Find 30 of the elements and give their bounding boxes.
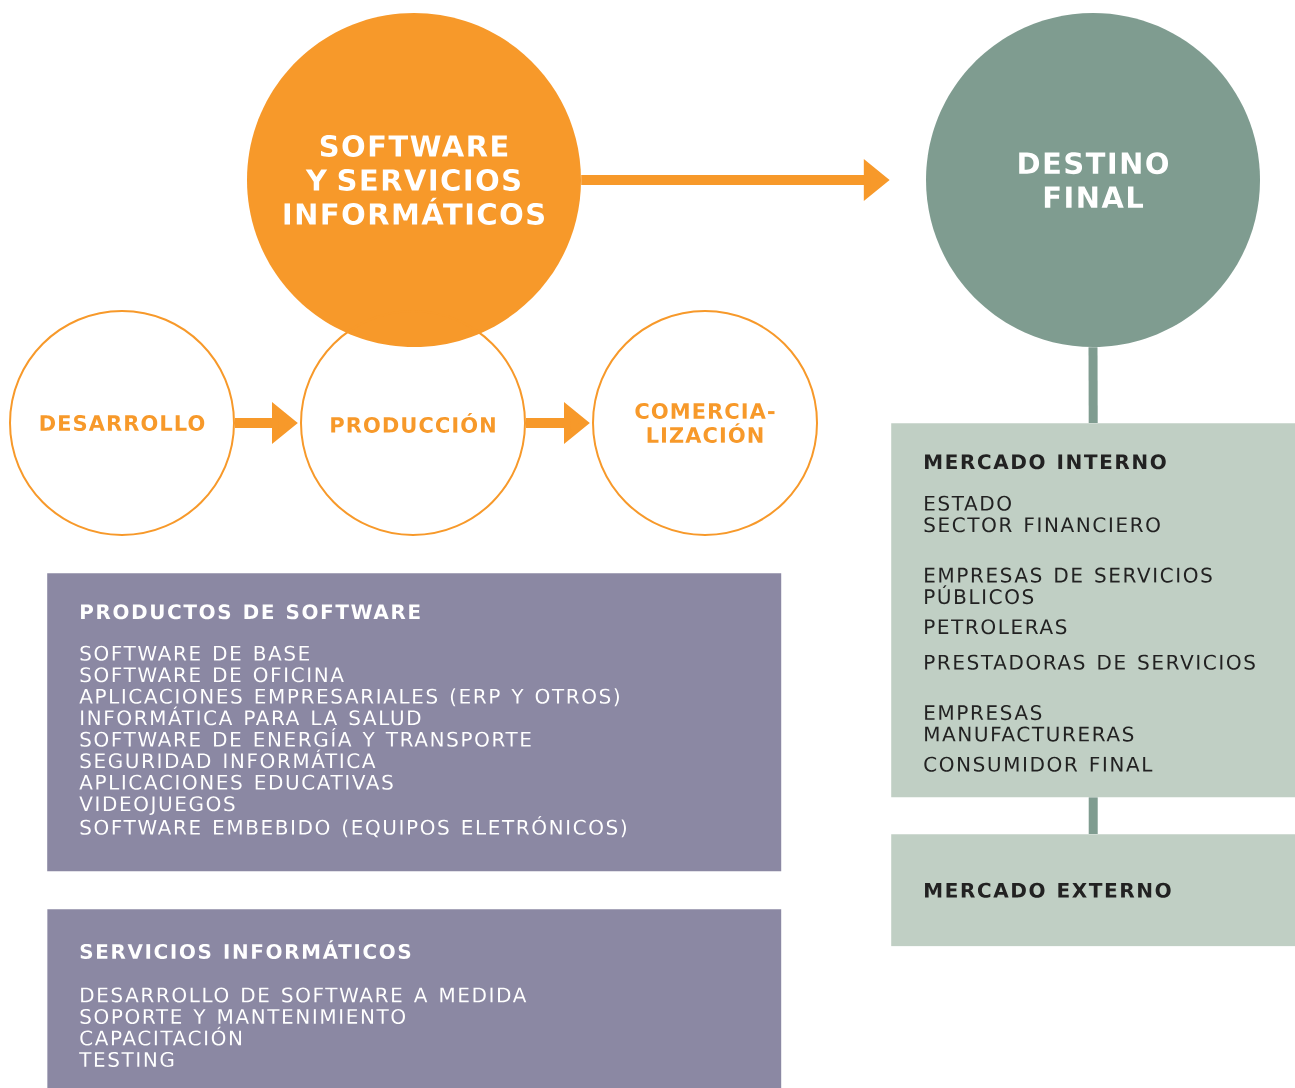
list-item: EMPRESAS DE SERVICIOS PÚBLICOS: [925, 567, 1212, 605]
list-item: SOFTWARE DE ENERGÍA Y TRANSPORTE: [80, 728, 531, 747]
list-item: VIDEOJUEGOS: [79, 796, 235, 816]
category-box: [891, 834, 1295, 947]
list-item: CONSUMIDOR FINAL: [924, 756, 1153, 772]
box-heading: SERVICIOS INFORMÁTICOS: [80, 940, 411, 960]
category-box: [47, 909, 782, 1088]
list-item: SOPORTE Y MANTENIMIENTO: [80, 1008, 405, 1025]
box-heading: PRODUCTOS DE SOFTWARE: [81, 604, 420, 620]
circle-heading: DESTINO FINAL: [926, 13, 1260, 347]
list-item: SOFTWARE EMBEBIDO (EQUIPOS ELETRÓNICOS): [80, 816, 626, 838]
category-box: [891, 423, 1295, 798]
list-item: SECTOR FINANCIERO: [924, 517, 1160, 533]
list-item: SEGURIDAD INFORMÁTICA: [80, 749, 376, 769]
box-heading: MERCADO INTERNO: [925, 454, 1166, 470]
list-item: INFORMÁTICA PARA LA SALUD: [81, 706, 421, 726]
list-item: CAPACITACIÓN: [80, 1026, 241, 1046]
circle-heading: SOFTWARE Y SERVICIOS INFORMÁTICOS: [247, 13, 581, 347]
list-item: PRESTADORAS DE SERVICIOS: [925, 654, 1255, 670]
category-box: [47, 573, 782, 872]
list-item: APLICACIONES EMPRESARIALES (ERP Y OTROS): [79, 688, 619, 707]
list-item: EMPRESAS MANUFACTURERAS: [925, 705, 1134, 742]
list-item: DESARROLLO DE SOFTWARE A MEDIDA: [81, 987, 527, 1003]
list-item: PETROLERAS: [925, 619, 1067, 635]
list-item: SOFTWARE DE BASE: [80, 645, 309, 661]
box-heading: MERCADO EXTERNO: [925, 882, 1171, 898]
list-item: SOFTWARE DE OFICINA: [80, 667, 344, 683]
list-item: APLICACIONES EDUCATIVAS: [79, 774, 393, 790]
list-item: TESTING: [79, 1051, 174, 1068]
list-item: ESTADO: [925, 495, 1011, 511]
